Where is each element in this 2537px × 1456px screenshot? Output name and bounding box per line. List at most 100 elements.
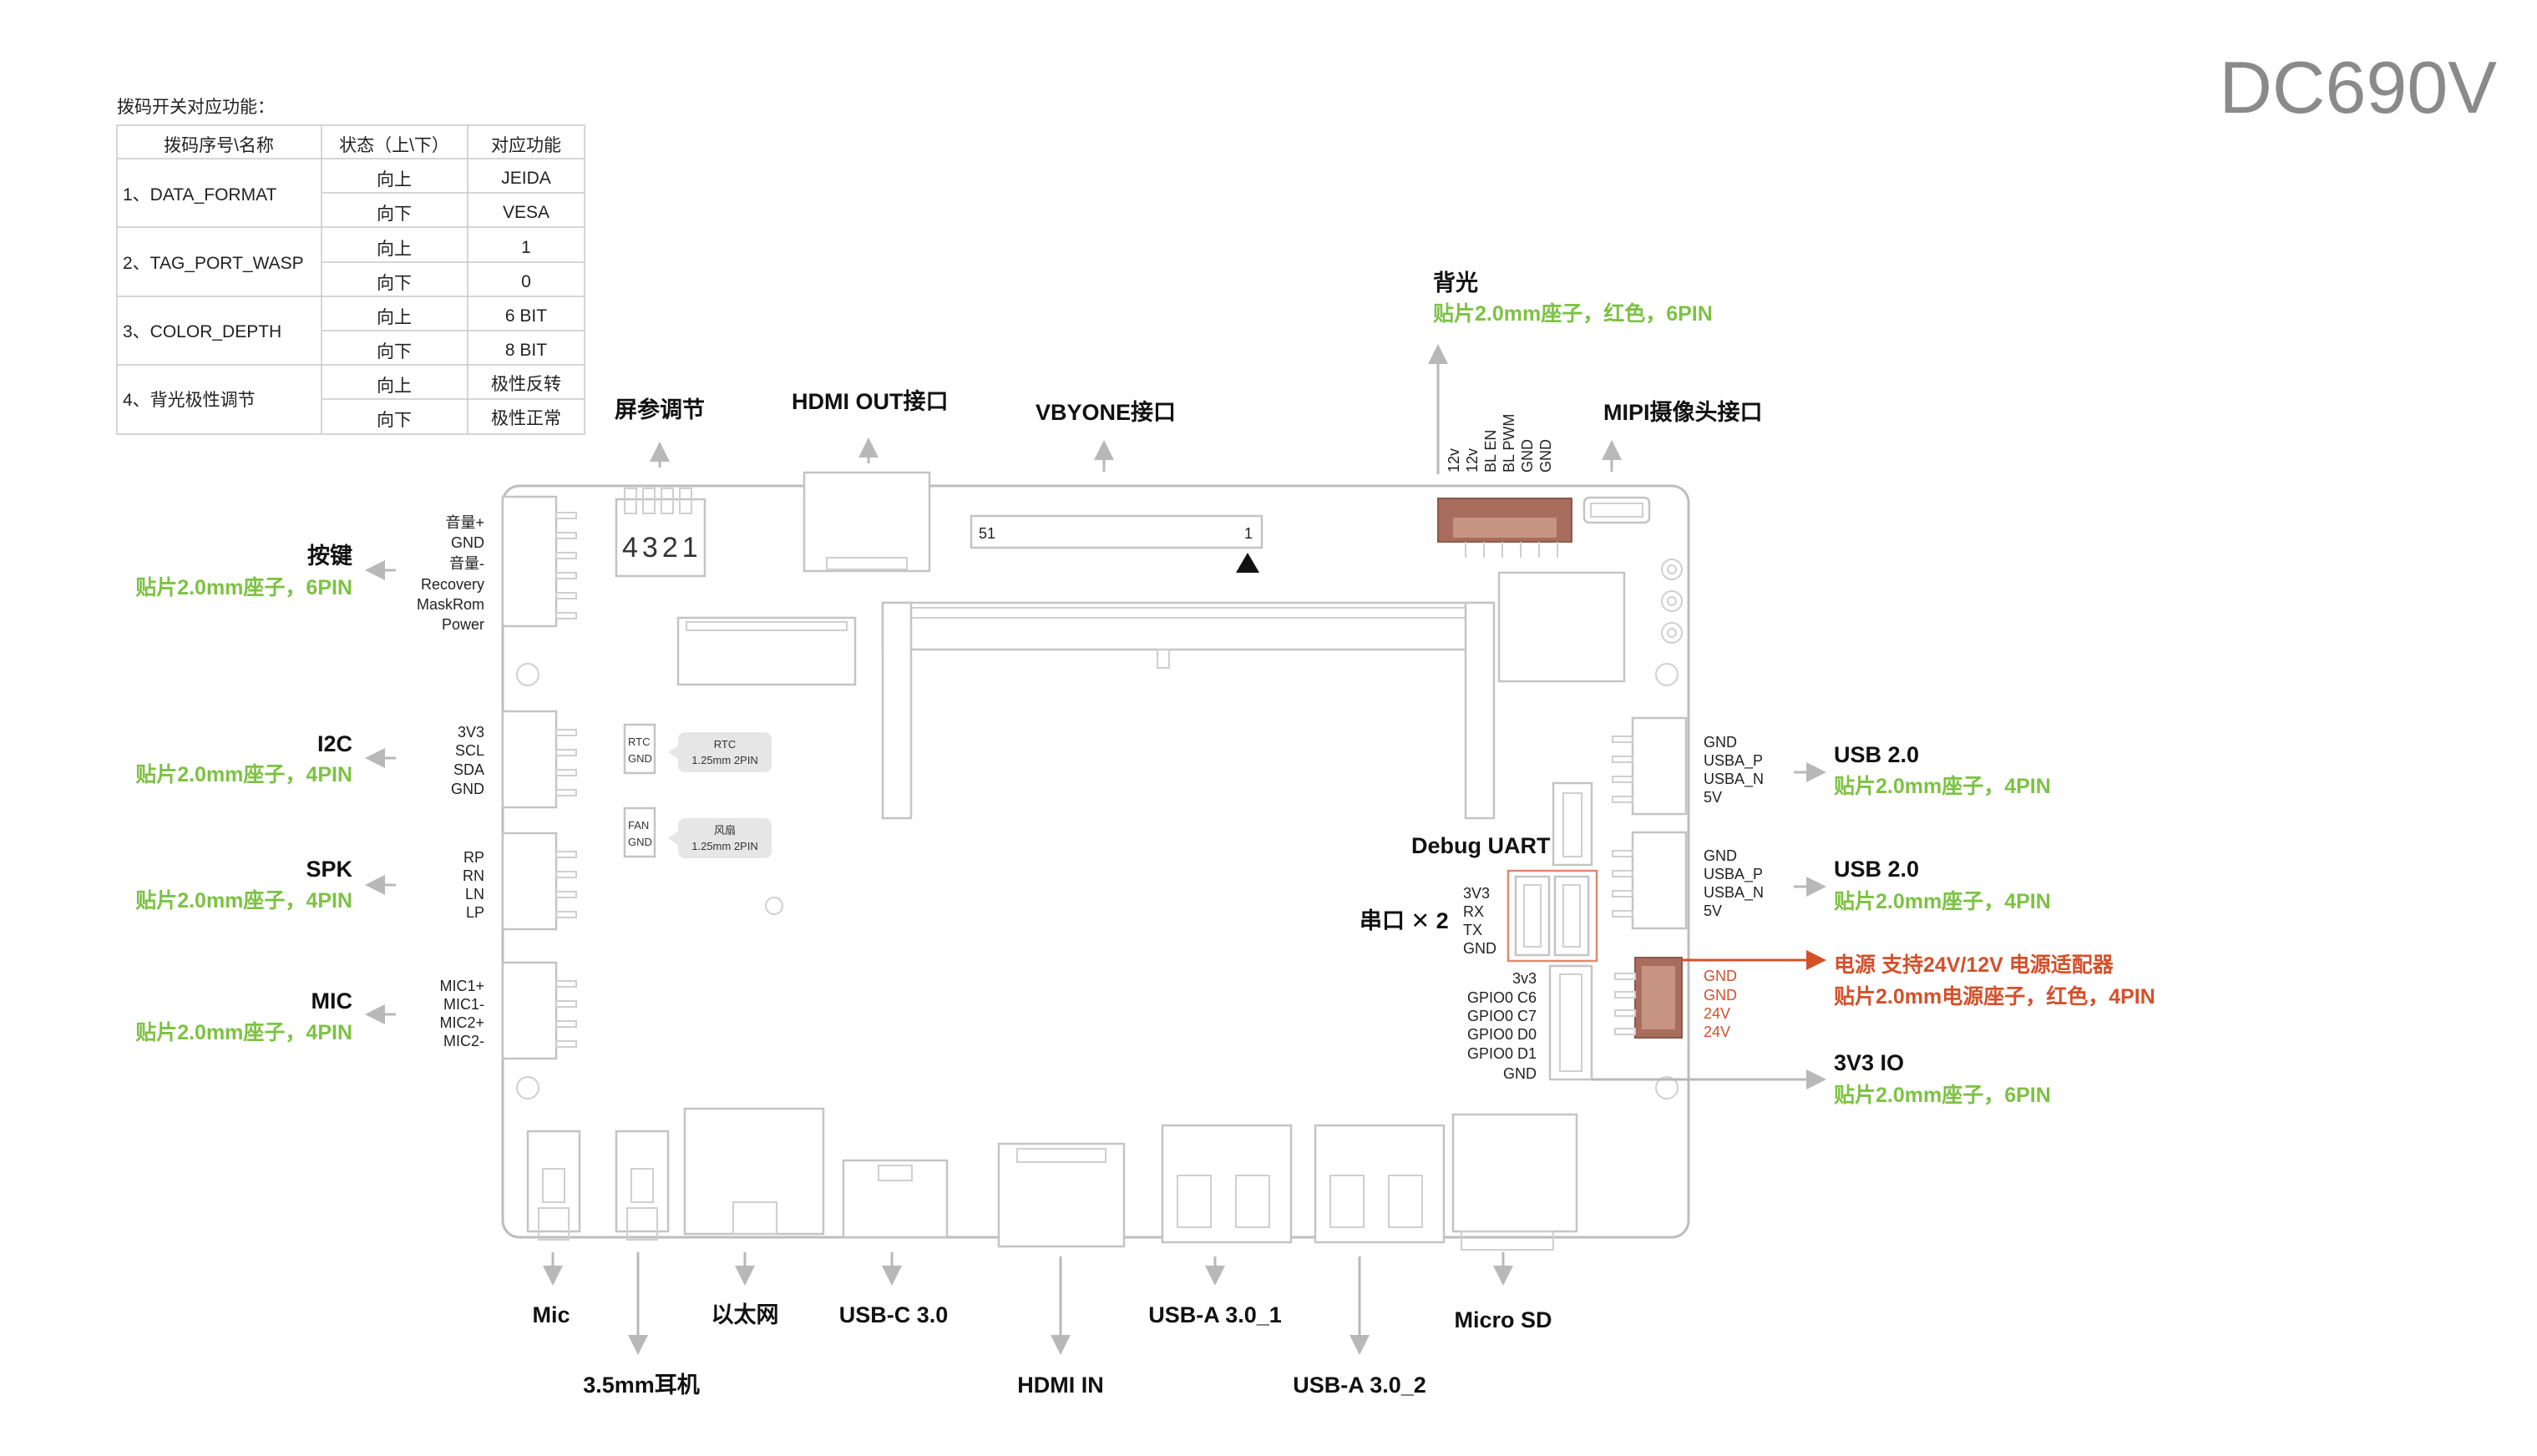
key-pin: MaskRom <box>417 596 484 613</box>
usb1-desc: 贴片2.0mm座子，4PIN <box>1834 774 2051 798</box>
dip-switch: 4321 <box>615 488 706 578</box>
usb1-pin: GND <box>1704 734 1737 751</box>
sodimm-slot <box>881 601 1496 820</box>
key-pins: 音量+ GND 音量- Recovery MaskRom Power <box>417 514 484 633</box>
dip-row-down: 向下 <box>377 205 412 224</box>
usb2-pin: USBA_P <box>1704 866 1763 883</box>
dip-row-up-func: 极性反转 <box>491 375 561 394</box>
rtc-desc: 1.25mm 2PIN <box>691 754 757 766</box>
backlight-connector <box>1437 498 1572 558</box>
i2c-title: I2C <box>317 731 352 756</box>
spk-pin: RN <box>463 867 484 884</box>
serial-pin: TX <box>1463 922 1482 938</box>
debug-uart-connector <box>1552 781 1593 867</box>
key-connector <box>501 495 577 628</box>
fan-desc: 1.25mm 2PIN <box>691 840 757 852</box>
spk-pin: RP <box>463 849 484 866</box>
dip-row-name: 1、DATA_FORMAT <box>123 185 277 205</box>
mipi-connector <box>1582 496 1651 524</box>
gpio-pin: 3v3 <box>1512 970 1537 987</box>
backlight-pin: BL EN <box>1482 430 1499 473</box>
io-title: 3V3 IO <box>1834 1050 1904 1075</box>
backlight-title: 背光 <box>1433 270 1478 296</box>
power-connector <box>1614 957 1683 1039</box>
chip <box>1497 571 1626 683</box>
hdmi-out-label: HDMI OUT接口 <box>792 389 948 414</box>
mic-title: MIC <box>311 988 353 1014</box>
dip-row-up: 向上 <box>377 308 412 327</box>
dip-row-down-func: 极性正常 <box>491 409 561 428</box>
vbyone-pin-right: 1 <box>1244 525 1253 542</box>
mic-connector <box>501 961 577 1060</box>
serial-highlight <box>1507 869 1598 963</box>
dip-row-down: 向下 <box>377 342 412 361</box>
spk-pin: LN <box>465 886 484 902</box>
dip-header-2: 状态（上\下） <box>339 136 449 155</box>
spk-pin: LP <box>466 904 484 921</box>
gpio-pin: GPIO0 D0 <box>1467 1026 1537 1043</box>
spk-title: SPK <box>306 857 352 882</box>
serial-pin: 3V3 <box>1463 885 1490 902</box>
gpio-pin: GND <box>1503 1065 1537 1082</box>
usb2-pin: GND <box>1704 847 1737 864</box>
mipi-label: MIPI摄像头接口 <box>1603 400 1763 425</box>
key-pin: 音量+ <box>445 514 484 531</box>
dip-row-down-func: VESA <box>503 203 549 222</box>
serial-label: 串口 ✕ 2 <box>1360 908 1449 933</box>
m2-slot <box>676 616 857 686</box>
backlight-pin: GND <box>1519 439 1536 473</box>
serial-pin: GND <box>1463 940 1496 957</box>
debug-uart-label: Debug UART <box>1411 833 1551 858</box>
gpio-pin: GPIO0 C6 <box>1467 989 1537 1006</box>
bottom-microsd-label: Micro SD <box>1454 1307 1552 1332</box>
usb1-pin: USBA_P <box>1704 752 1763 770</box>
dip-row-down-func: 8 BIT <box>505 341 547 360</box>
mic-pin: MIC2- <box>443 1033 484 1049</box>
dip-row-down-func: 0 <box>521 272 531 291</box>
i2c-desc: 贴片2.0mm座子，4PIN <box>135 762 352 786</box>
power-pin: GND <box>1704 987 1737 1004</box>
dip-row-up-func: 1 <box>521 238 531 257</box>
backlight-pin: 12v <box>1464 448 1481 473</box>
mic-pins: MIC1+ MIC1- MIC2+ MIC2- <box>439 978 484 1049</box>
gpio-pins: 3v3 GPIO0 C6 GPIO0 C7 GPIO0 D0 GPIO0 D1 … <box>1467 970 1537 1082</box>
usb2-connector <box>1612 831 1688 930</box>
hdmi-out-connector <box>803 471 931 573</box>
dip-row-down: 向下 <box>377 274 412 293</box>
vbyone-label: VBYONE接口 <box>1036 400 1176 425</box>
gpio-connector <box>1548 964 1593 1081</box>
usb1-pin: 5V <box>1704 789 1722 806</box>
i2c-connector <box>501 710 577 809</box>
power-desc: 贴片2.0mm电源座子，红色，4PIN <box>1834 984 2155 1009</box>
usb1-pins: GND USBA_P USBA_N 5V <box>1704 734 1764 806</box>
dip-row-up-func: JEIDA <box>501 169 551 188</box>
i2c-pin: 3V3 <box>458 724 484 741</box>
bottom-usba1-label: USB-A 3.0_1 <box>1148 1302 1282 1327</box>
usb1-title: USB 2.0 <box>1834 742 1919 767</box>
mic-desc: 贴片2.0mm座子，4PIN <box>135 1020 352 1044</box>
bottom-earphone-label: 3.5mm耳机 <box>583 1373 700 1398</box>
io-desc: 贴片2.0mm座子，6PIN <box>1834 1083 2051 1107</box>
power-pin: 24V <box>1704 1005 1730 1022</box>
key-pin: Recovery <box>421 576 484 593</box>
dip-row-down: 向下 <box>377 411 412 430</box>
power-pin: 24V <box>1704 1024 1730 1040</box>
dip-row-up: 向上 <box>377 240 412 259</box>
spk-desc: 贴片2.0mm座子，4PIN <box>135 888 352 913</box>
dip-row-name: 3、COLOR_DEPTH <box>123 322 281 341</box>
power-title: 电源 支持24V/12V 电源适配器 <box>1834 953 2114 977</box>
dip-row-name: 4、背光极性调节 <box>123 391 256 410</box>
i2c-pin: SCL <box>455 742 484 759</box>
backlight-pin: 12v <box>1446 448 1462 473</box>
fan-pin: FAN <box>628 819 649 832</box>
dip-row-up: 向上 <box>377 377 412 396</box>
microsd-slot <box>1451 1113 1578 1251</box>
usb2-pin: USBA_N <box>1704 884 1764 902</box>
key-desc: 贴片2.0mm座子，6PIN <box>135 575 352 599</box>
bottom-usba2-label: USB-A 3.0_2 <box>1293 1373 1426 1398</box>
dip-row-up-func: 6 BIT <box>505 306 547 326</box>
earphone-jack <box>615 1130 670 1241</box>
vbyone-pin-left: 51 <box>979 525 995 542</box>
fan-connector: FAN GND 风扇 1.25mm 2PIN <box>623 806 772 858</box>
